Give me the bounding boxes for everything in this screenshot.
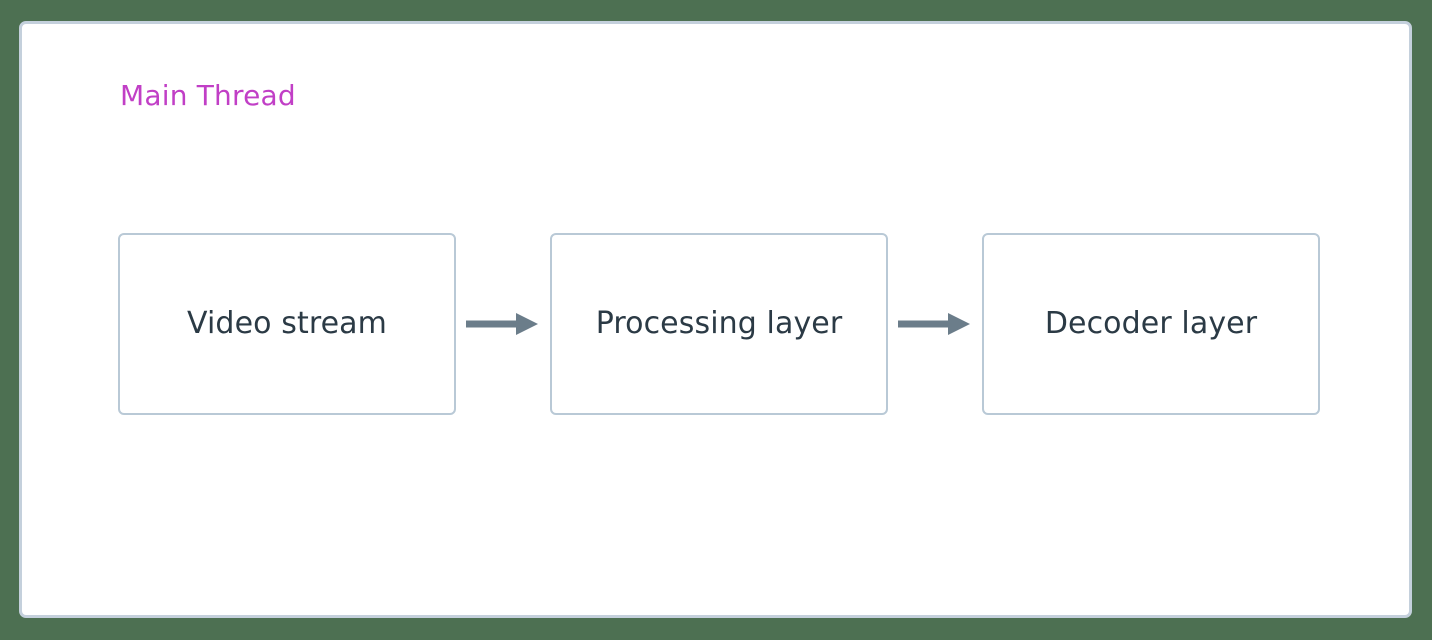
- node-processing-layer[interactable]: Processing layer: [550, 232, 888, 415]
- node-decoder-layer[interactable]: Decoder layer: [982, 232, 1320, 415]
- arrow-right-icon: [898, 312, 970, 335]
- flowchart-node-row: Video stream Processing layer Decoder la…: [118, 231, 1320, 416]
- edge-processing-layer-to-decoder-layer: [888, 309, 982, 339]
- edge-video-stream-to-processing-layer: [456, 309, 550, 339]
- arrow-right-icon: [466, 312, 538, 335]
- main-thread-subgraph-frame: Main Thread Video stream Processing laye…: [19, 21, 1412, 618]
- node-label-decoder-layer: Decoder layer: [1044, 306, 1258, 341]
- node-label-video-stream: Video stream: [187, 306, 387, 341]
- node-video-stream[interactable]: Video stream: [118, 232, 456, 415]
- subgraph-title-main-thread: Main Thread: [120, 79, 296, 112]
- node-label-processing-layer: Processing layer: [595, 306, 843, 341]
